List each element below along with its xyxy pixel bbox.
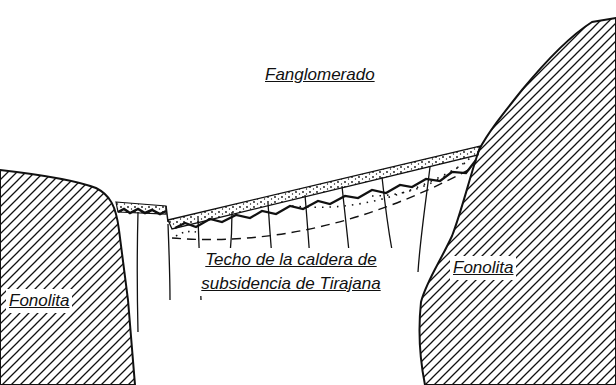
unit-label: Fonolita xyxy=(6,289,72,313)
unit-label: Fonolita xyxy=(450,256,516,280)
dotted-curve xyxy=(292,163,465,207)
fanglomerate-layer xyxy=(175,160,476,228)
fault-lines xyxy=(137,167,430,332)
dotted-curve xyxy=(176,232,196,237)
fanglomerate-layer xyxy=(168,146,480,229)
unit-label: Fanglomerado xyxy=(262,63,378,87)
dotted-curve xyxy=(372,158,470,196)
phonolite-mass xyxy=(420,18,616,385)
fanglomerate-layer xyxy=(118,209,166,214)
phonolite-mass xyxy=(0,170,135,385)
fanglomerate-layer xyxy=(116,202,166,214)
dashed-curve xyxy=(172,168,472,240)
structure-label: Techo de la caldera de subsidencia de Ti… xyxy=(182,248,400,296)
